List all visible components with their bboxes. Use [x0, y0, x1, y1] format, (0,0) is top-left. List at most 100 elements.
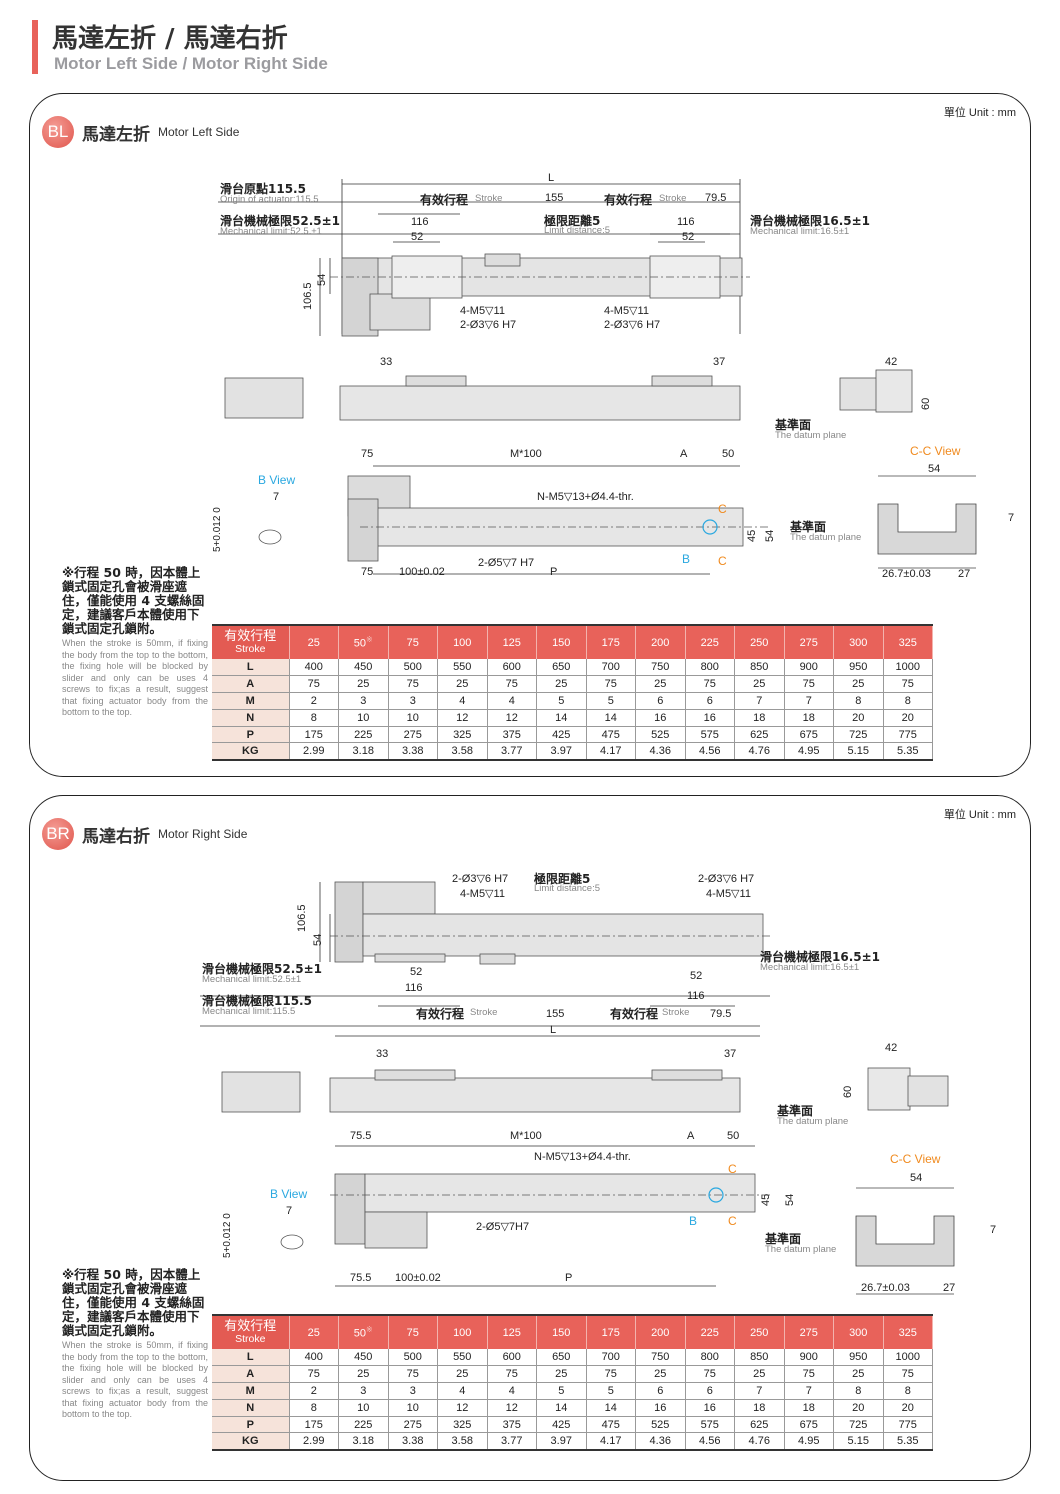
table-cell: 400: [289, 1349, 339, 1367]
label-mech-left-zh: 滑台機械極限52.5±1: [220, 214, 341, 228]
asterisk-mark: ※: [366, 1325, 373, 1335]
table-cell: 675: [784, 1416, 834, 1434]
table-cell: 25: [437, 675, 488, 694]
row-header: KG: [212, 1432, 290, 1451]
table-cell: 4.76: [734, 1432, 785, 1451]
table-cell: 75: [289, 675, 339, 694]
table-cell: 2.99: [289, 1432, 339, 1451]
row-header: KG: [212, 742, 290, 761]
actuator-side-view: [221, 1067, 949, 1113]
table-cell: 750: [635, 659, 686, 677]
label-limit-zh: 極限距離5: [544, 214, 601, 228]
dim-42: 42: [885, 1042, 898, 1054]
stroke-col: 250: [734, 1314, 785, 1349]
table-cell: 800: [685, 659, 735, 677]
label-mech-115-zh: 滑台機械極限115.5: [202, 994, 312, 1008]
asterisk-mark: ※: [366, 635, 373, 645]
dim-54-cc: 54: [910, 1172, 923, 1184]
table-cell: 3.18: [338, 742, 389, 761]
table-cell: 12: [487, 1399, 537, 1417]
table-cell: 75: [388, 1365, 438, 1384]
table-cell: 16: [635, 709, 686, 727]
dim-52-right: 52: [682, 231, 695, 243]
table-cell: 225: [338, 1416, 389, 1434]
dim-116-right: 116: [677, 216, 695, 228]
table-cell: 550: [437, 1349, 488, 1367]
table-cell: 4.56: [685, 742, 735, 761]
table-cell: 8: [289, 709, 339, 727]
table-cell: 75: [883, 1365, 933, 1384]
table-cell: 8: [883, 692, 933, 710]
table-cell: 4: [487, 1382, 537, 1400]
table-cell: 18: [784, 709, 834, 727]
label-mech-left-zh: 滑台機械極限52.5±1: [202, 962, 323, 976]
stroke-col: 25: [289, 1314, 339, 1349]
table-cell: 18: [784, 1399, 834, 1417]
table-cell: 275: [388, 1416, 438, 1434]
table-cell: 5: [586, 692, 636, 710]
table-cell: 1000: [883, 659, 933, 677]
section-mark-c-bottom: C: [728, 1214, 737, 1228]
dim-stroke-en-2: Stroke: [659, 193, 687, 204]
dim-100: 100±0.02: [399, 566, 445, 578]
datum-plane-en-2: The datum plane: [765, 1244, 837, 1255]
table-cell: 600: [487, 659, 537, 677]
stroke-col: 275: [784, 1314, 834, 1349]
table-cell: 3.77: [487, 742, 537, 761]
dim-79-5: 79.5: [705, 192, 727, 204]
stroke-col: 325: [883, 1314, 933, 1349]
table-cell: 14: [586, 1399, 636, 1417]
section-mark-c-bottom: C: [718, 554, 727, 568]
table-cell: 25: [437, 1365, 488, 1384]
table-cell: 650: [536, 659, 587, 677]
table-cell: 6: [685, 692, 735, 710]
dim-75-bottom: 75: [361, 566, 374, 578]
dim-L: L: [548, 172, 555, 184]
callout-m5-left: 4-M5▽11: [460, 888, 505, 900]
table-cell: 500: [388, 1349, 438, 1367]
section-mark-c-top: C: [718, 502, 727, 516]
table-cell: 25: [338, 675, 389, 694]
table-cell: 3.97: [536, 1432, 587, 1451]
callout-n-m5: N-M5▽13+Ø4.4-thr.: [534, 1151, 631, 1163]
table-cell: 25: [833, 675, 884, 694]
table-cell: 175: [289, 726, 339, 744]
label-mech-right-en: Mechanical limit:16.5±1: [750, 226, 850, 237]
b-view-label: B View: [258, 473, 296, 487]
table-cell: 900: [784, 1349, 834, 1367]
table-cell: 750: [635, 1349, 686, 1367]
section-title: BR 馬達右折 Motor Right Side: [42, 818, 247, 850]
table-cell: 5: [536, 692, 587, 710]
dim-stroke-zh: 有效行程: [416, 1007, 465, 1021]
table-cell: 700: [586, 659, 636, 677]
datum-plane-zh-2: 基準面: [765, 1232, 802, 1246]
dim-26-7: 26.7±0.03: [861, 1282, 910, 1294]
page-subtitle: Motor Left Side / Motor Right Side: [54, 54, 328, 73]
table-cell: 25: [734, 675, 785, 694]
table-cell: 5: [536, 1382, 587, 1400]
detail-mark-b: B: [682, 552, 691, 566]
table-cell: 575: [685, 726, 735, 744]
stroke-col: 125: [487, 624, 537, 659]
table-cell: 12: [437, 1399, 488, 1417]
label-origin-en: Origin of actuator:115.5: [220, 194, 319, 205]
callout-h5-7: 2-Ø5▽7H7: [476, 1221, 530, 1233]
row-header: A: [212, 1365, 290, 1384]
table-cell: 3.97: [536, 742, 587, 761]
table-cell: 325: [437, 726, 488, 744]
dim-60: 60: [920, 397, 932, 410]
table-cell: 6: [635, 692, 686, 710]
datum-plane-en: The datum plane: [777, 1116, 849, 1127]
table-cell: 4.95: [784, 1432, 834, 1451]
table-cell: 950: [833, 659, 884, 677]
stroke-col: 50※: [338, 1314, 389, 1349]
table-cell: 4.17: [586, 742, 636, 761]
table-cell: 175: [289, 1416, 339, 1434]
section-title-zh: 馬達右折: [82, 826, 150, 847]
table-cell: 5.15: [833, 742, 884, 761]
table-cell: 550: [437, 659, 488, 677]
